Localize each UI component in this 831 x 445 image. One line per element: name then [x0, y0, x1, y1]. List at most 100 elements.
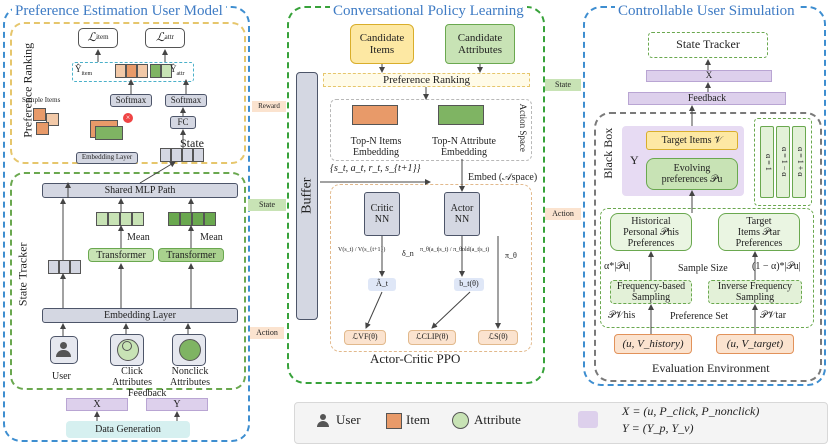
- state-tracker-subpanel: [10, 172, 246, 390]
- topn-items-stack: [352, 105, 398, 125]
- user-icon: [316, 414, 330, 428]
- target-items-box: Target Items 𝒱: [646, 131, 738, 150]
- attr-score-cells: [150, 64, 172, 83]
- panel-title-left: Preference Estimation User Model: [12, 3, 226, 20]
- alpha-option-2: α = 1 − α: [776, 126, 790, 198]
- mean-vector-click: [96, 212, 144, 231]
- transition-tuple: {s_t, a_t, r_t, s_{t+1}}: [330, 163, 421, 174]
- legend-item: Item: [406, 412, 430, 427]
- state-tracker-right: State Tracker: [648, 32, 768, 58]
- pref-set-right: 𝒫𝒱tar: [760, 310, 787, 321]
- state-arrow-left: State: [248, 199, 286, 211]
- evaluation-env-subpanel: [594, 112, 822, 382]
- sample-items-icon: [33, 108, 63, 136]
- y-item-label: Ŷitem: [75, 64, 93, 77]
- y-label-right: Y: [630, 153, 639, 167]
- alpha-size-left: α*|𝒫u|: [604, 261, 631, 272]
- alpha-option-1: α = 1: [760, 126, 774, 198]
- preference-ranking-bar: Preference Ranking: [323, 73, 530, 87]
- feedback-label-left: Feedback: [128, 388, 167, 399]
- delta-label: δ_n: [402, 249, 414, 258]
- state-label: State: [180, 136, 204, 150]
- topn-attrs-stack: [438, 105, 484, 125]
- loss-s-box: ℒS(θ): [478, 330, 518, 345]
- ppo-title: Actor-Critic PPO: [370, 351, 461, 366]
- x-box-left: X: [66, 398, 128, 411]
- x-box-right: X: [646, 70, 772, 82]
- action-space-region: [330, 99, 532, 161]
- sample-size-label: Sample Size: [678, 263, 728, 274]
- panel-title-right: Controllable User Simulation: [615, 3, 798, 20]
- softmax-item-box: Softmax: [110, 94, 152, 107]
- state-vector-left: [48, 260, 81, 279]
- pi-theta-label: π_θ: [505, 251, 517, 260]
- loss-vf-box: ℒVF(θ): [344, 330, 386, 345]
- action-arrow-left: Action: [250, 327, 284, 339]
- ratio-box: b_t(θ): [454, 278, 484, 291]
- topn-items-label: Top-N Items Embedding: [350, 136, 402, 158]
- embedding-layer-box: Embedding Layer: [42, 308, 238, 323]
- panel-title-middle: Conversational Policy Learning: [330, 3, 527, 20]
- embed-label: Embed (𝒜space): [468, 172, 538, 183]
- attribute-icon: [452, 412, 469, 429]
- loss-clip-box: ℒCLIP(θ): [408, 330, 456, 345]
- nonclick-attributes-icon: [172, 334, 206, 366]
- action-arrow-right: Action: [545, 208, 581, 220]
- mean-label-2: Mean: [200, 232, 223, 243]
- data-generation-box: Data Generation: [66, 421, 190, 438]
- alpha-size-right: (1 − α)*|𝒫u|: [752, 261, 801, 272]
- reward-arrow: Reward: [252, 101, 286, 112]
- state-arrow-right: State: [545, 79, 581, 91]
- legend-user: User: [336, 412, 361, 427]
- legend-attribute: Attribute: [474, 412, 521, 427]
- pref-set-left: 𝒫𝒱his: [608, 310, 636, 321]
- softmax-attr-box: Softmax: [165, 94, 207, 107]
- item-score-cells: [115, 64, 148, 83]
- pref-set-label: Preference Set: [670, 311, 729, 322]
- multiply-icon: ×: [123, 113, 133, 123]
- uv-history-box: (u, V_history): [614, 334, 692, 354]
- legend-y-def: Y = (Y_p, Y_v): [622, 421, 694, 435]
- advantage-box: Â_t: [368, 278, 396, 291]
- y-box-left: Y: [146, 398, 208, 411]
- uv-target-box: (u, V_target): [716, 334, 794, 354]
- buffer-box: Buffer: [296, 72, 318, 320]
- small-embedding-layer: Embedding Layer: [76, 152, 138, 164]
- sample-items-label: Sample Items: [22, 96, 61, 104]
- legend-x-def: X = (u, P_click, P_nonclick): [622, 404, 760, 418]
- item-icon: [386, 413, 402, 429]
- alpha-options: [754, 118, 812, 206]
- candidate-items-box: Candidate Items: [350, 24, 414, 64]
- click-attributes-icon: [110, 334, 144, 366]
- evaluation-environment-label: Evaluation Environment: [652, 361, 770, 375]
- ratio-formula: π_θ(a_t|s_t) / π_θold(a_t|s_t): [420, 247, 490, 253]
- user-label: User: [52, 371, 71, 382]
- shared-mlp-box: Shared MLP Path: [42, 183, 238, 198]
- state-vector: [160, 148, 204, 167]
- mean-label-1: Mean: [127, 232, 150, 243]
- ppo-region: [330, 184, 532, 352]
- purple-swatch: [578, 411, 598, 428]
- attr-embedding-stack: [95, 126, 123, 140]
- alpha-option-3: α = 1 + α: [792, 126, 806, 198]
- candidate-attributes-box: Candidate Attributes: [445, 24, 515, 64]
- fc-box: FC: [170, 116, 196, 129]
- transformer-click: Transformer: [88, 248, 154, 262]
- value-formula: V(s_t) / V(s_{t+1}): [338, 247, 386, 253]
- sampling-region: [600, 208, 814, 328]
- transformer-nonclick: Transformer: [158, 248, 224, 262]
- user-input-icon: [50, 336, 78, 364]
- y-attr-label: Ŷattr: [170, 64, 185, 77]
- feedback-box-right: Feedback: [628, 92, 786, 105]
- topn-attrs-label: Top-N Attribute Embedding: [431, 136, 496, 158]
